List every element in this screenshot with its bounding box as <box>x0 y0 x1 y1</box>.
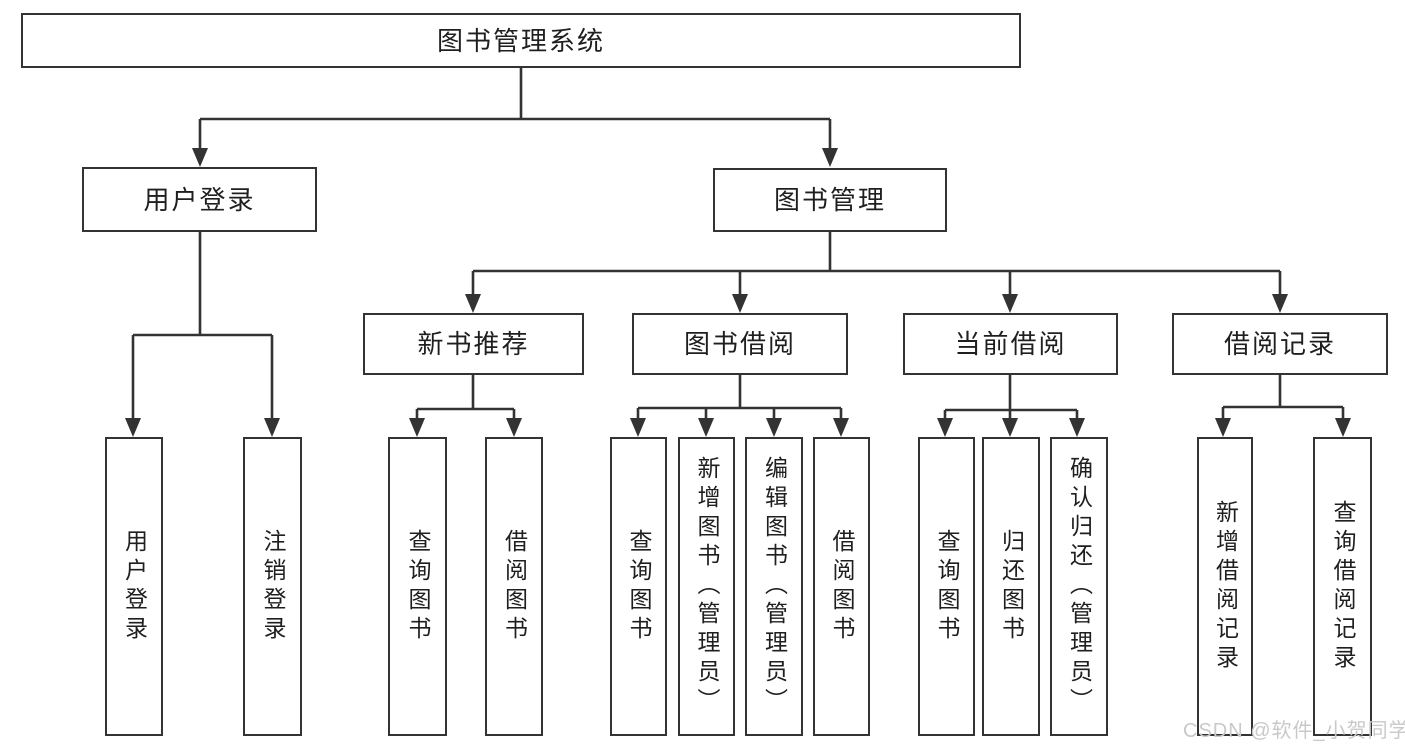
node-library-system: 图书管理系统 <box>21 13 1021 68</box>
leaf-borrow-edit-books-admin: 编辑图书（管理员） <box>745 437 803 736</box>
leaf-borrow-add-books-admin: 新增图书（管理员） <box>678 437 735 736</box>
leaf-record-add-borrow-record-label: 新增借阅记录 <box>1212 499 1239 674</box>
leaf-logout-login: 注销登录 <box>243 437 302 736</box>
node-book-management-label: 图书管理 <box>773 185 886 215</box>
node-library-system-label: 图书管理系统 <box>436 25 605 56</box>
leaf-borrow-query-books: 查询图书 <box>610 437 667 736</box>
node-user-login: 用户登录 <box>82 167 317 232</box>
node-current-borrow-label: 当前借阅 <box>954 329 1067 359</box>
leaf-borrow-borrow-books-label: 借阅图书 <box>829 528 855 645</box>
leaf-newbook-borrow-books: 借阅图书 <box>485 437 543 736</box>
leaf-newbook-query-books: 查询图书 <box>388 437 447 736</box>
leaf-record-add-borrow-record: 新增借阅记录 <box>1197 437 1253 736</box>
node-user-login-label: 用户登录 <box>143 184 256 215</box>
leaf-current-return-books: 归还图书 <box>982 437 1040 736</box>
leaf-user-login: 用户登录 <box>105 437 163 736</box>
node-current-borrow: 当前借阅 <box>903 313 1118 375</box>
leaf-current-confirm-return-admin: 确认归还（管理员） <box>1050 437 1108 736</box>
leaf-current-query-books: 查询图书 <box>918 437 975 736</box>
leaf-borrow-add-books-admin-label: 新增图书（管理员） <box>694 456 720 717</box>
leaf-record-query-borrow-record: 查询借阅记录 <box>1313 437 1372 736</box>
leaf-borrow-borrow-books: 借阅图书 <box>813 437 870 736</box>
leaf-current-confirm-return-admin-label: 确认归还（管理员） <box>1066 456 1093 717</box>
leaf-current-query-books-label: 查询图书 <box>934 528 960 645</box>
node-book-borrow-label: 图书借阅 <box>683 329 796 359</box>
watermark: CSDN @软件_小贺同学 <box>1183 720 1405 742</box>
node-borrow-record: 借阅记录 <box>1172 313 1388 375</box>
node-book-borrow: 图书借阅 <box>632 313 848 375</box>
node-new-book-recommend-label: 新书推荐 <box>417 329 530 359</box>
leaf-current-return-books-label: 归还图书 <box>998 528 1025 645</box>
leaf-record-query-borrow-record-label: 查询借阅记录 <box>1330 499 1356 674</box>
leaf-borrow-edit-books-admin-label: 编辑图书（管理员） <box>761 456 788 717</box>
leaf-user-login-label: 用户登录 <box>121 528 148 645</box>
node-borrow-record-label: 借阅记录 <box>1223 329 1336 359</box>
leaf-newbook-borrow-books-label: 借阅图书 <box>501 528 528 645</box>
leaf-newbook-query-books-label: 查询图书 <box>405 528 431 645</box>
node-new-book-recommend: 新书推荐 <box>363 313 584 375</box>
leaf-borrow-query-books-label: 查询图书 <box>626 528 652 645</box>
leaf-logout-login-label: 注销登录 <box>260 528 286 645</box>
node-book-management: 图书管理 <box>713 168 947 232</box>
